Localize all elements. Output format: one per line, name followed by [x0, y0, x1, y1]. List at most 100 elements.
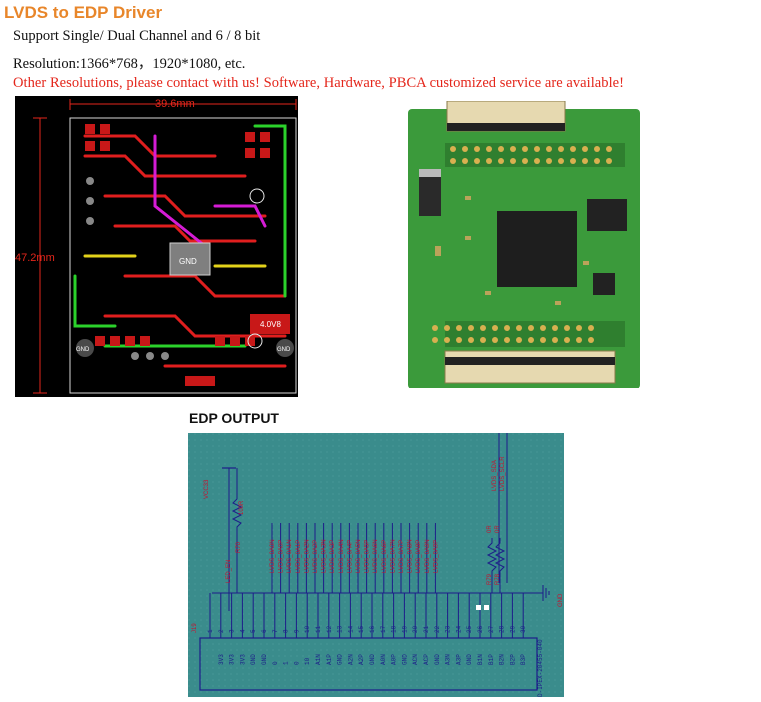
net-label: LVDS_0A9P — [433, 540, 439, 573]
pin-number: 14 — [347, 625, 354, 633]
gnd-label: GND — [558, 593, 564, 607]
pin-signal: B2P — [509, 654, 516, 665]
pin-number: 15 — [358, 625, 365, 633]
net-label: LVDS_0A6N — [373, 539, 379, 573]
pin-signal: ACN — [412, 654, 419, 665]
pin-number: 28 — [499, 625, 506, 633]
pin-signal: GND — [261, 654, 268, 665]
resistor-r2-val: 0R — [495, 525, 501, 533]
pin-signal: GND — [337, 654, 344, 665]
net-label: LVDS_0A4P — [347, 540, 353, 573]
net-label: LVDS_0A5N — [356, 539, 362, 573]
pin-number: 29 — [509, 625, 516, 633]
pin-signal: A3N — [445, 654, 452, 665]
pcb-height-label: 47.2mm — [15, 252, 55, 264]
pin-signal: B1N — [477, 654, 484, 665]
net-label: LVDS_0A8N — [408, 539, 414, 573]
resistor-left-ref: R70 — [236, 541, 242, 553]
pcb-bottom-label: 4.0V8 — [260, 320, 281, 329]
pcb-gnd-center: GND — [179, 257, 197, 266]
custom-service-notice: Other Resolutions, please contact with u… — [13, 75, 625, 91]
net-label: LVDS_0A2N — [304, 539, 310, 573]
edp-output-schematic: VCC33 LED_EN R70 100R LVDS_SDA LVDS_SCLR… — [188, 433, 564, 697]
connector-part: D-IPEX-20455-040 — [537, 639, 544, 697]
pin-number: 16 — [369, 625, 376, 633]
pin-signal: 0 — [293, 661, 300, 665]
net-label: LVDS_0A0N — [270, 539, 276, 573]
pin-signal: B1P — [488, 654, 495, 665]
pin-signal: 10 — [304, 657, 311, 665]
pin-signal: ACP — [423, 654, 430, 665]
net-label: LVDS_0A3P — [330, 540, 336, 573]
net-label: LVDS_0A1P — [296, 540, 302, 573]
pin-number: 7 — [272, 629, 279, 633]
pin-signal: B3P — [520, 654, 527, 665]
top-net-sda: LVDS_SDA — [492, 460, 498, 491]
pin-signal: A1N — [315, 654, 322, 665]
edp-output-title: EDP OUTPUT — [189, 410, 279, 426]
pin-number: 1 — [207, 629, 214, 633]
pcb-layout-image: 39.6mm 47.2mm — [15, 96, 298, 397]
pin-number: 19 — [401, 625, 408, 633]
net-label: LVDS_0A0P — [279, 540, 285, 573]
pin-number: 12 — [326, 625, 333, 633]
net-label: LVDS_0A7P — [399, 540, 405, 573]
spec-resolution: Resolution:1366*768，1920*1080, etc. — [13, 56, 246, 72]
pin-signal: GND — [466, 654, 473, 665]
pin-signal: A1P — [326, 654, 333, 665]
net-label: LVDS_0A5P — [365, 540, 371, 573]
pin-number: 18 — [391, 625, 398, 633]
pin-signal: GND — [401, 654, 408, 665]
pin-number: 26 — [477, 625, 484, 633]
pin-number: 13 — [337, 625, 344, 633]
spec-channels: Support Single/ Dual Channel and 6 / 8 b… — [13, 28, 261, 44]
pin-number: 27 — [488, 625, 495, 633]
pin-number: 10 — [304, 625, 311, 633]
pcb-board-photo — [405, 100, 645, 389]
pin-signal: A2N — [347, 654, 354, 665]
net-label: LVDS_0A2P — [313, 540, 319, 573]
pin-number: 24 — [455, 625, 462, 633]
pin-number: 4 — [239, 629, 246, 633]
pin-signal: GND — [250, 654, 257, 665]
pin-number: 25 — [466, 625, 473, 633]
pcb-gnd-br: GND — [277, 347, 291, 353]
pin-number: 30 — [520, 625, 527, 633]
net-label: LVDS_0A3N — [322, 539, 328, 573]
pin-number: 6 — [261, 629, 268, 633]
resistor-r1-ref: R79 — [487, 573, 493, 585]
net-label: LVDS_0A7N — [390, 539, 396, 573]
resistor-r1-val: 0R — [487, 525, 493, 533]
pin-number: 3 — [229, 629, 236, 633]
pin-signal: GND — [434, 654, 441, 665]
pin-signal: 3V3 — [218, 654, 225, 665]
pin-signal: 0 — [272, 661, 279, 665]
vcc-label: VCC33 — [204, 479, 210, 499]
resistor-r2-ref: R78 — [495, 573, 501, 585]
pin-signal: 3V3 — [229, 654, 236, 665]
pin-number: 22 — [434, 625, 441, 633]
pin-number: 23 — [445, 625, 452, 633]
net-label: LVDS_0A6P — [382, 540, 388, 573]
top-net-sclr: LVDS_SCLR — [500, 456, 506, 491]
pin-number: 20 — [412, 625, 419, 633]
resistor-left-net: LED_EN — [226, 560, 232, 583]
pin-signal: GND — [369, 654, 376, 665]
pin-number: 5 — [250, 629, 257, 633]
pin-signal: A2P — [358, 654, 365, 665]
pin-signal: A3P — [455, 654, 462, 665]
pcb-gnd-bl: GND — [76, 347, 90, 353]
pin-number: 17 — [380, 625, 387, 633]
page-title: LVDS to EDP Driver — [4, 3, 163, 22]
pcb-width-label: 39.6mm — [155, 98, 195, 110]
pin-number: 8 — [283, 629, 290, 633]
connector-ref: J19 — [192, 623, 198, 633]
resistor-left-val: 100R — [239, 500, 245, 515]
pin-signal: A0N — [380, 654, 387, 665]
pin-signal: 3V3 — [239, 654, 246, 665]
pin-number: 21 — [423, 625, 430, 633]
pin-number: 11 — [315, 625, 322, 633]
pin-signal: B2N — [499, 654, 506, 665]
pin-number: 2 — [218, 629, 225, 633]
net-label: LVDS_0A8P — [416, 540, 422, 573]
